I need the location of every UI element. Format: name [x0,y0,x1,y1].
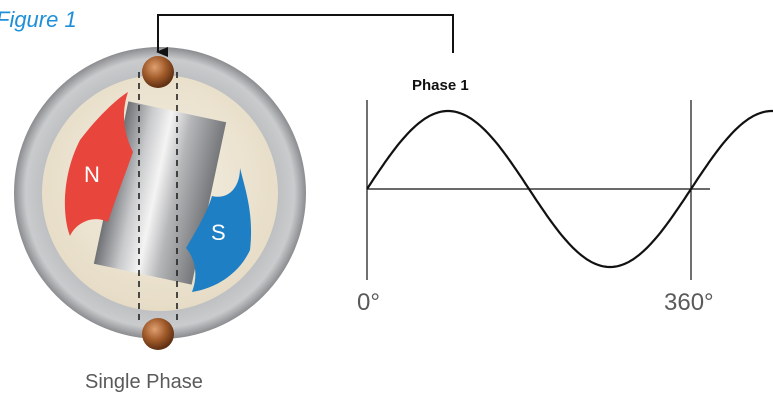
zero-degree-label: 0° [357,289,380,316]
north-pole-label: N [84,162,100,187]
south-pole [186,168,252,292]
bottom-coil [142,318,174,350]
360-degree-label: 360° [664,289,714,316]
diagram-caption: Single Phase [85,371,203,393]
south-pole-label: S [211,220,226,245]
top-coil [142,56,174,88]
phase-1-sine-wave [366,109,773,269]
phase-label: Phase 1 [412,77,469,94]
connection-wire-arrow [156,14,454,57]
north-pole [64,92,133,236]
figure-title: Figure 1 [0,7,77,32]
